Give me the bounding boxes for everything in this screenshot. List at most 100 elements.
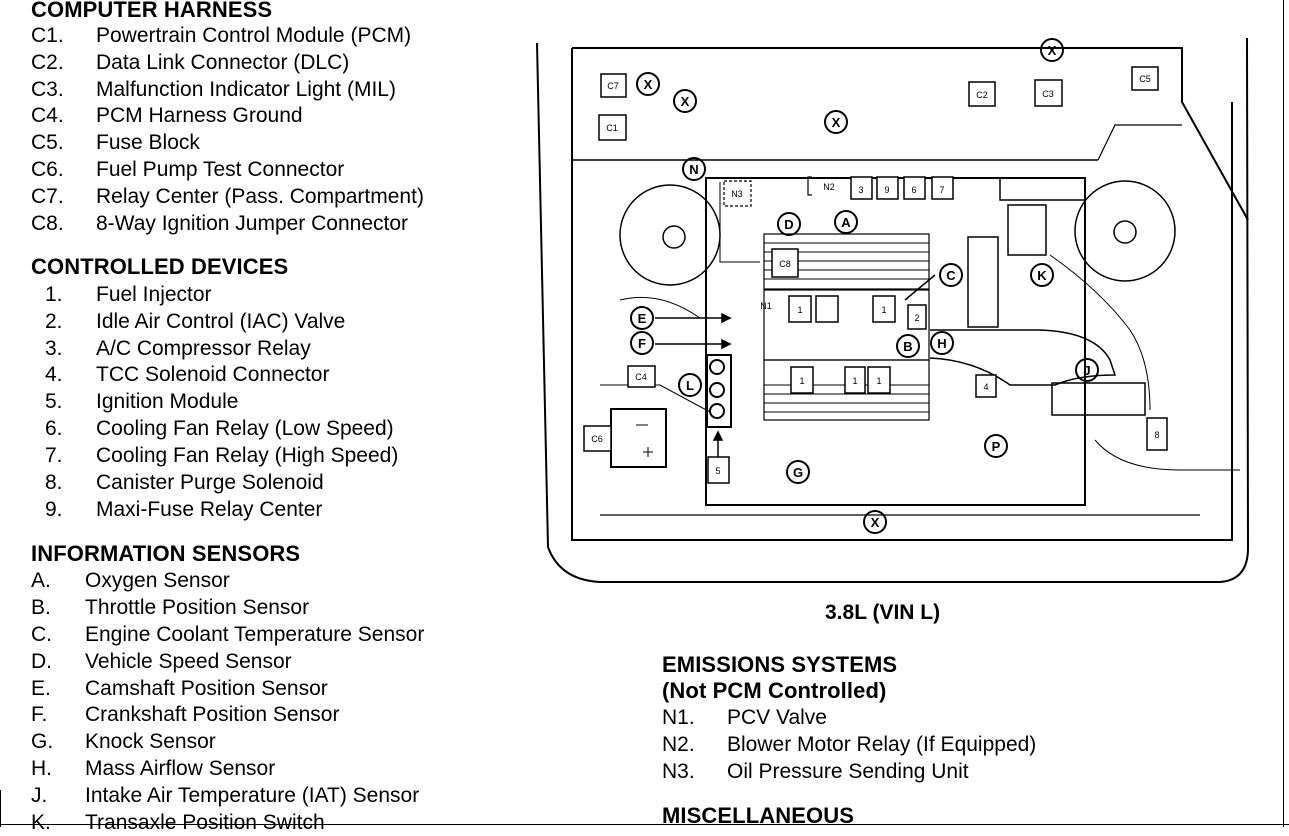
item-code: C5. <box>31 131 64 154</box>
item-code: C. <box>31 623 52 646</box>
item-code: C3. <box>31 78 64 101</box>
item-label: 8-Way Ignition Jumper Connector <box>96 212 409 235</box>
item-code: 5. <box>45 390 63 413</box>
item-label: PCV Valve <box>727 706 827 729</box>
label-l: L <box>686 378 694 393</box>
item-label: Knock Sensor <box>85 730 216 753</box>
item-label: Camshaft Position Sensor <box>85 677 328 700</box>
page-border-bottom <box>0 824 1289 825</box>
item-code: 1. <box>45 283 63 306</box>
page-border-right <box>1283 0 1284 827</box>
label-9: 9 <box>884 185 889 195</box>
diagram-caption: 3.8L (VIN L) <box>825 601 941 624</box>
label-6: 6 <box>911 185 916 195</box>
label-j: J <box>1083 363 1090 378</box>
label-x: X <box>1048 43 1057 58</box>
item-code: 6. <box>45 417 63 440</box>
miscellaneous-heading: MISCELLANEOUS <box>662 803 854 828</box>
label-x: X <box>644 77 653 92</box>
label-x: X <box>832 115 841 130</box>
label-c1: C1 <box>606 123 618 133</box>
item-label: Transaxle Position Switch <box>85 811 325 834</box>
label-c8: C8 <box>779 259 791 269</box>
controlled-devices-heading: CONTROLLED DEVICES <box>31 254 289 279</box>
label-1: 1 <box>852 376 857 386</box>
item-code: C6. <box>31 158 64 181</box>
label-g: G <box>793 465 803 480</box>
item-code: C1. <box>31 24 64 47</box>
emissions-subheading: (Not PCM Controlled) <box>662 678 887 703</box>
label-5: 5 <box>715 466 720 476</box>
label-e: E <box>638 311 647 326</box>
item-label: Relay Center (Pass. Compartment) <box>96 185 424 208</box>
item-code: 4. <box>45 363 63 386</box>
label-2: 2 <box>914 313 919 323</box>
page-border-left <box>0 790 1 827</box>
label-n: N <box>689 162 698 177</box>
label-c: C <box>946 268 956 283</box>
item-label: Idle Air Control (IAC) Valve <box>96 310 346 333</box>
compartment-outline <box>571 47 1249 541</box>
item-code: 8. <box>45 471 63 494</box>
label-c6: C6 <box>591 434 603 444</box>
item-code: F. <box>31 703 48 726</box>
label-n1: N1 <box>760 301 772 311</box>
item-code: 3. <box>45 337 63 360</box>
label-c5: C5 <box>1139 74 1151 84</box>
item-code: D. <box>31 650 52 673</box>
label-n3: N3 <box>731 189 743 199</box>
label-x: X <box>871 515 880 530</box>
item-label: TCC Solenoid Connector <box>96 363 330 386</box>
item-label: Throttle Position Sensor <box>85 596 310 619</box>
item-label: Crankshaft Position Sensor <box>85 703 340 726</box>
label-d: D <box>784 217 793 232</box>
item-label: Malfunction Indicator Light (MIL) <box>96 78 396 101</box>
label-n2: N2 <box>823 182 835 192</box>
label-8: 8 <box>1154 430 1159 440</box>
item-label: Vehicle Speed Sensor <box>85 650 292 673</box>
right-strut-tower <box>1074 180 1176 282</box>
item-label: Powertrain Control Module (PCM) <box>96 24 412 47</box>
item-code: 9. <box>45 498 63 521</box>
engine-block <box>705 177 1086 506</box>
item-code: G. <box>31 730 54 753</box>
label-a: A <box>841 215 851 230</box>
item-label: Mass Airflow Sensor <box>85 757 276 780</box>
item-label: Cooling Fan Relay (High Speed) <box>96 444 399 467</box>
item-code: C8. <box>31 212 64 235</box>
item-code: 2. <box>45 310 63 333</box>
label-1: 1 <box>797 305 802 315</box>
item-label: Maxi-Fuse Relay Center <box>96 498 323 521</box>
item-label: Oxygen Sensor <box>85 569 230 592</box>
item-code: 7. <box>45 444 63 467</box>
item-code: C7. <box>31 185 64 208</box>
item-code: N2. <box>662 733 695 756</box>
item-label: Oil Pressure Sending Unit <box>727 760 969 783</box>
item-label: Fuel Pump Test Connector <box>96 158 345 181</box>
item-code: N3. <box>662 760 695 783</box>
item-label: PCM Harness Ground <box>96 104 303 127</box>
label-1: 1 <box>881 305 886 315</box>
label-c2: C2 <box>976 90 988 100</box>
label-7: 7 <box>939 185 944 195</box>
label-1: 1 <box>799 376 804 386</box>
item-label: Fuse Block <box>96 131 200 154</box>
item-label: Cooling Fan Relay (Low Speed) <box>96 417 394 440</box>
item-label: Blower Motor Relay (If Equipped) <box>727 733 1037 756</box>
information-sensors-heading: INFORMATION SENSORS <box>31 541 301 566</box>
computer-harness-heading: COMPUTER HARNESS <box>31 0 273 22</box>
emissions-heading: EMISSIONS SYSTEMS <box>662 652 898 677</box>
item-label: A/C Compressor Relay <box>96 337 311 360</box>
item-label: Fuel Injector <box>96 283 212 306</box>
item-label: Engine Coolant Temperature Sensor <box>85 623 425 646</box>
item-code: E. <box>31 677 51 700</box>
label-f: F <box>638 336 646 351</box>
label-k: K <box>1037 268 1047 283</box>
label-c4: C4 <box>635 372 647 382</box>
item-code: C4. <box>31 104 64 127</box>
item-code: N1. <box>662 706 695 729</box>
item-label: Data Link Connector (DLC) <box>96 51 350 74</box>
item-label: Canister Purge Solenoid <box>96 471 324 494</box>
item-code: H. <box>31 757 52 780</box>
fender-outline <box>536 37 1250 583</box>
